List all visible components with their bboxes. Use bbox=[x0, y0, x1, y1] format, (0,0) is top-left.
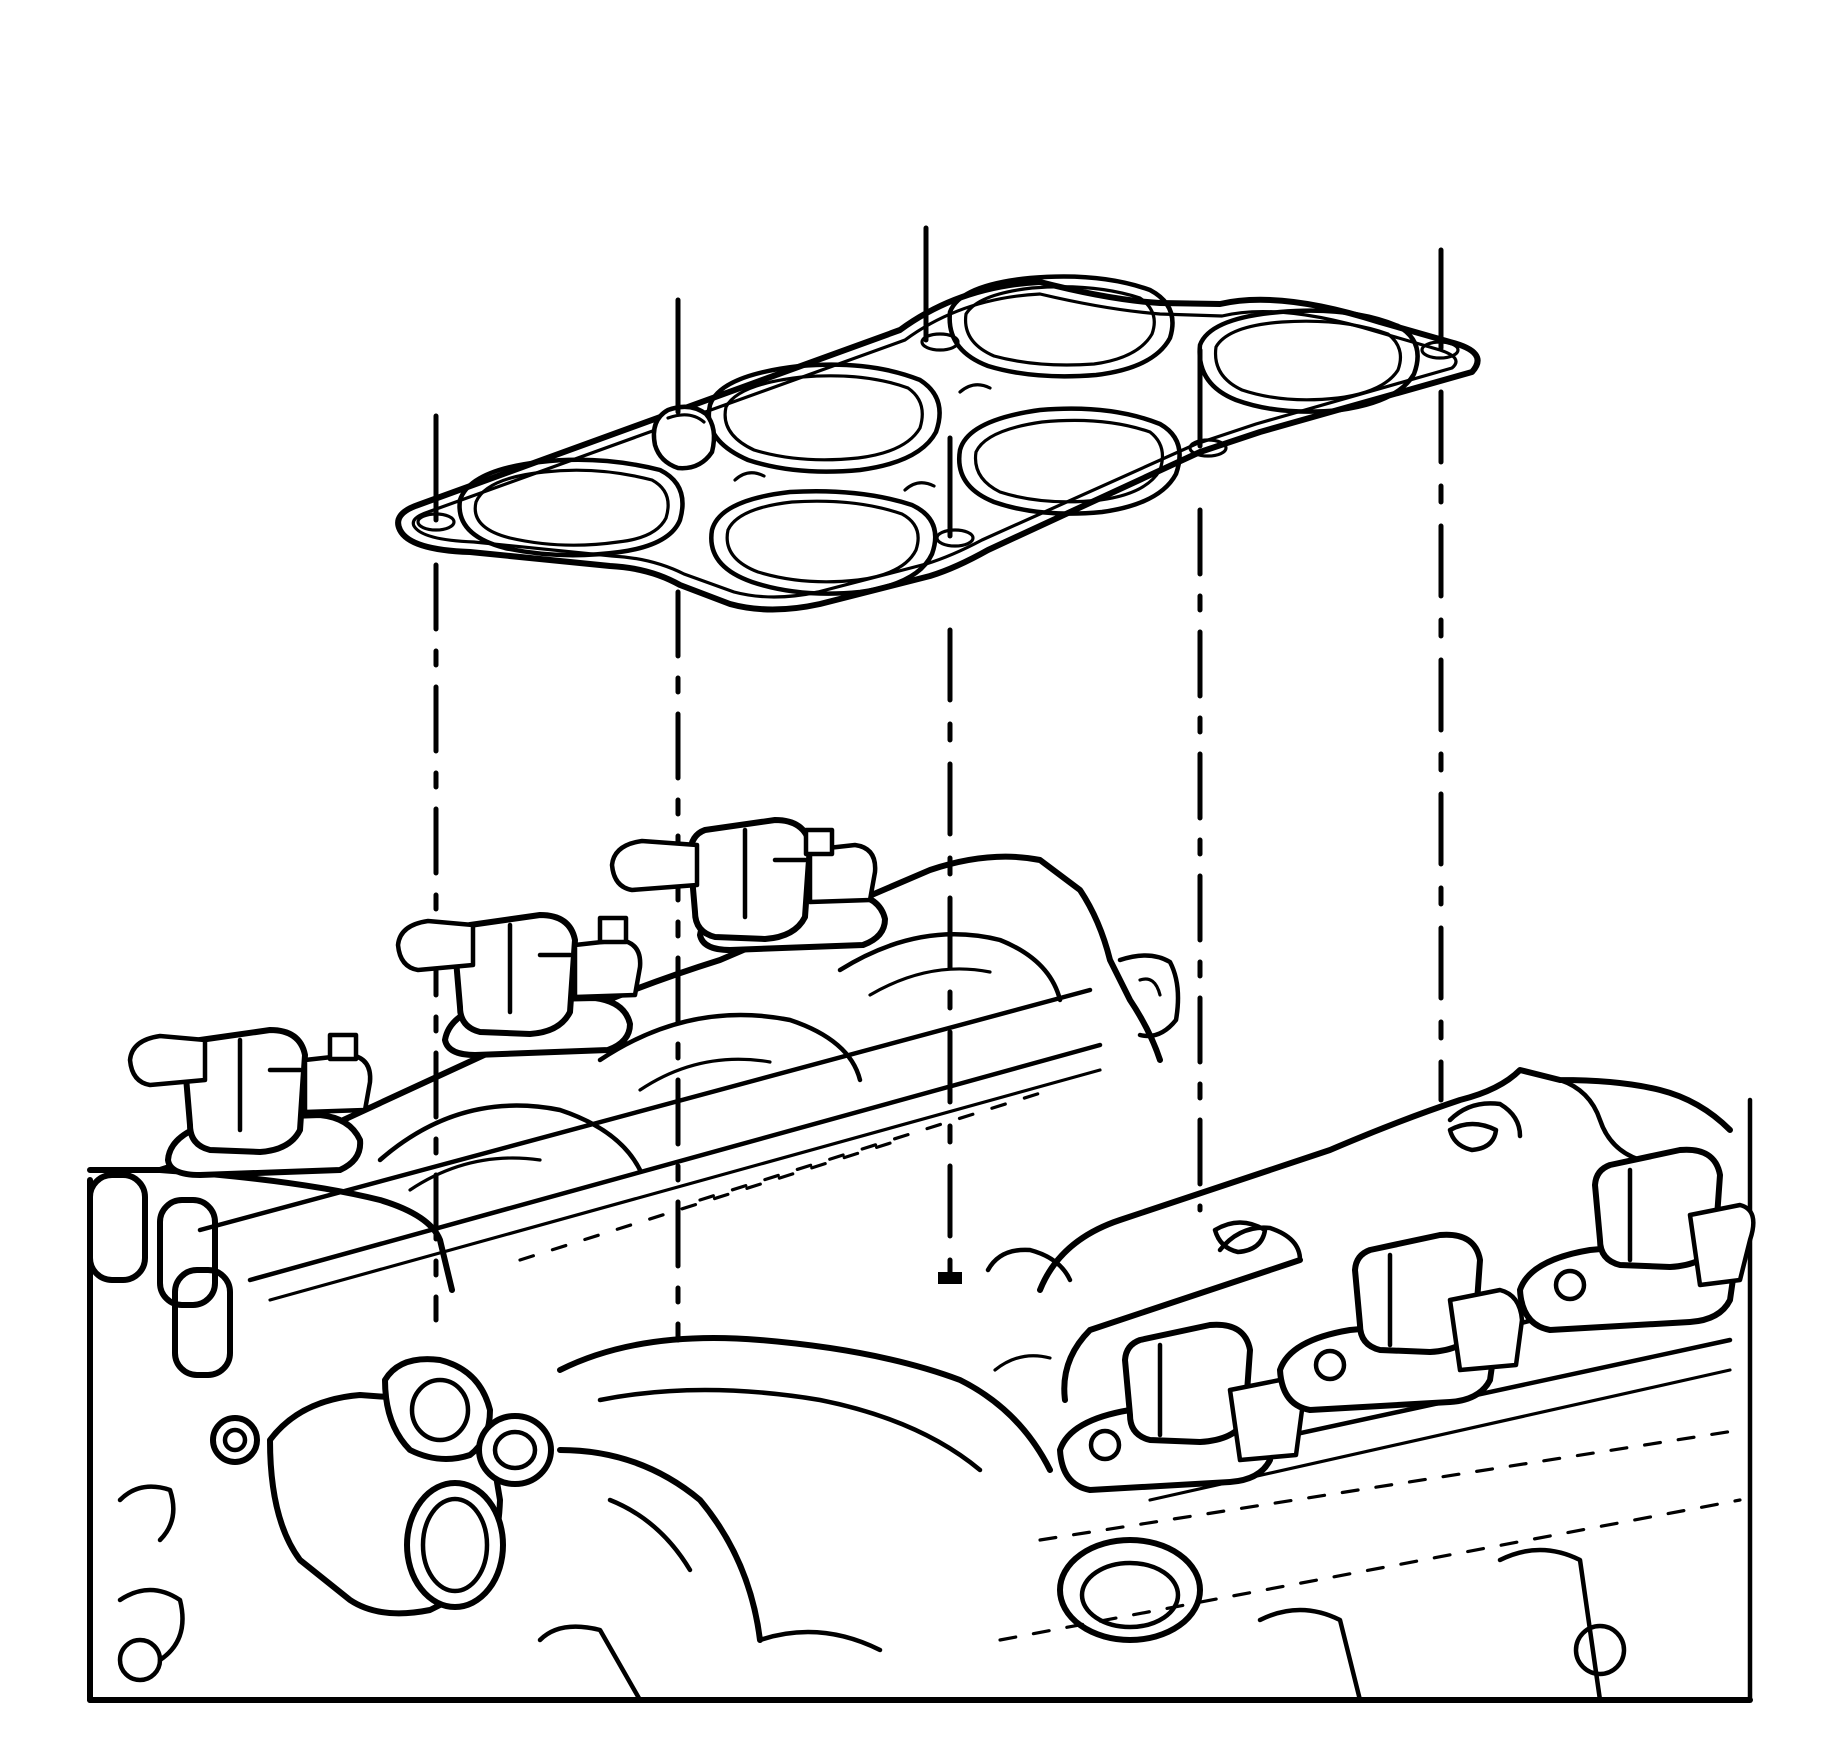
front-bolt-1 bbox=[210, 1415, 260, 1465]
gasket-bolt-hole-4 bbox=[935, 528, 975, 548]
cylinder-head-right bbox=[985, 1067, 1756, 1703]
front-fitting bbox=[476, 1413, 554, 1487]
coil-1-bolt bbox=[327, 1032, 359, 1062]
gasket-bolt-hole-3 bbox=[920, 332, 960, 352]
ignition-coil-2 bbox=[395, 912, 643, 1058]
coil-3-bolt bbox=[803, 827, 835, 857]
coil-2-bolt bbox=[597, 915, 629, 945]
gasket-outer-edge bbox=[395, 279, 1481, 613]
gasket-port-4 bbox=[956, 406, 1182, 516]
gasket-inner-edge bbox=[411, 292, 1458, 599]
gasket-port-1 bbox=[457, 457, 685, 558]
engine-front-details bbox=[87, 1088, 1753, 1703]
ignition-coil-5 bbox=[1277, 1231, 1525, 1413]
left-head-end-port-2 bbox=[157, 1197, 218, 1308]
gasket-bolt-hole-5 bbox=[1188, 438, 1228, 458]
ignition-coil-1 bbox=[127, 1027, 373, 1178]
ignition-coil-6 bbox=[1517, 1146, 1756, 1333]
intake-manifold-gasket bbox=[395, 274, 1481, 613]
engine-stud-hole-3 bbox=[938, 1272, 962, 1284]
ignition-coils bbox=[127, 817, 888, 1178]
left-head-end-port-1 bbox=[87, 1172, 148, 1283]
gasket-port-6 bbox=[1197, 308, 1420, 414]
left-head-end-port-3 bbox=[172, 1267, 233, 1378]
gasket-port-5 bbox=[947, 274, 1175, 379]
gasket-boss bbox=[651, 404, 717, 471]
gasket-port-3 bbox=[706, 362, 942, 474]
gasket-port-2 bbox=[709, 489, 938, 596]
ignition-coil-4 bbox=[1057, 1321, 1305, 1493]
ignition-coil-3 bbox=[609, 817, 888, 953]
